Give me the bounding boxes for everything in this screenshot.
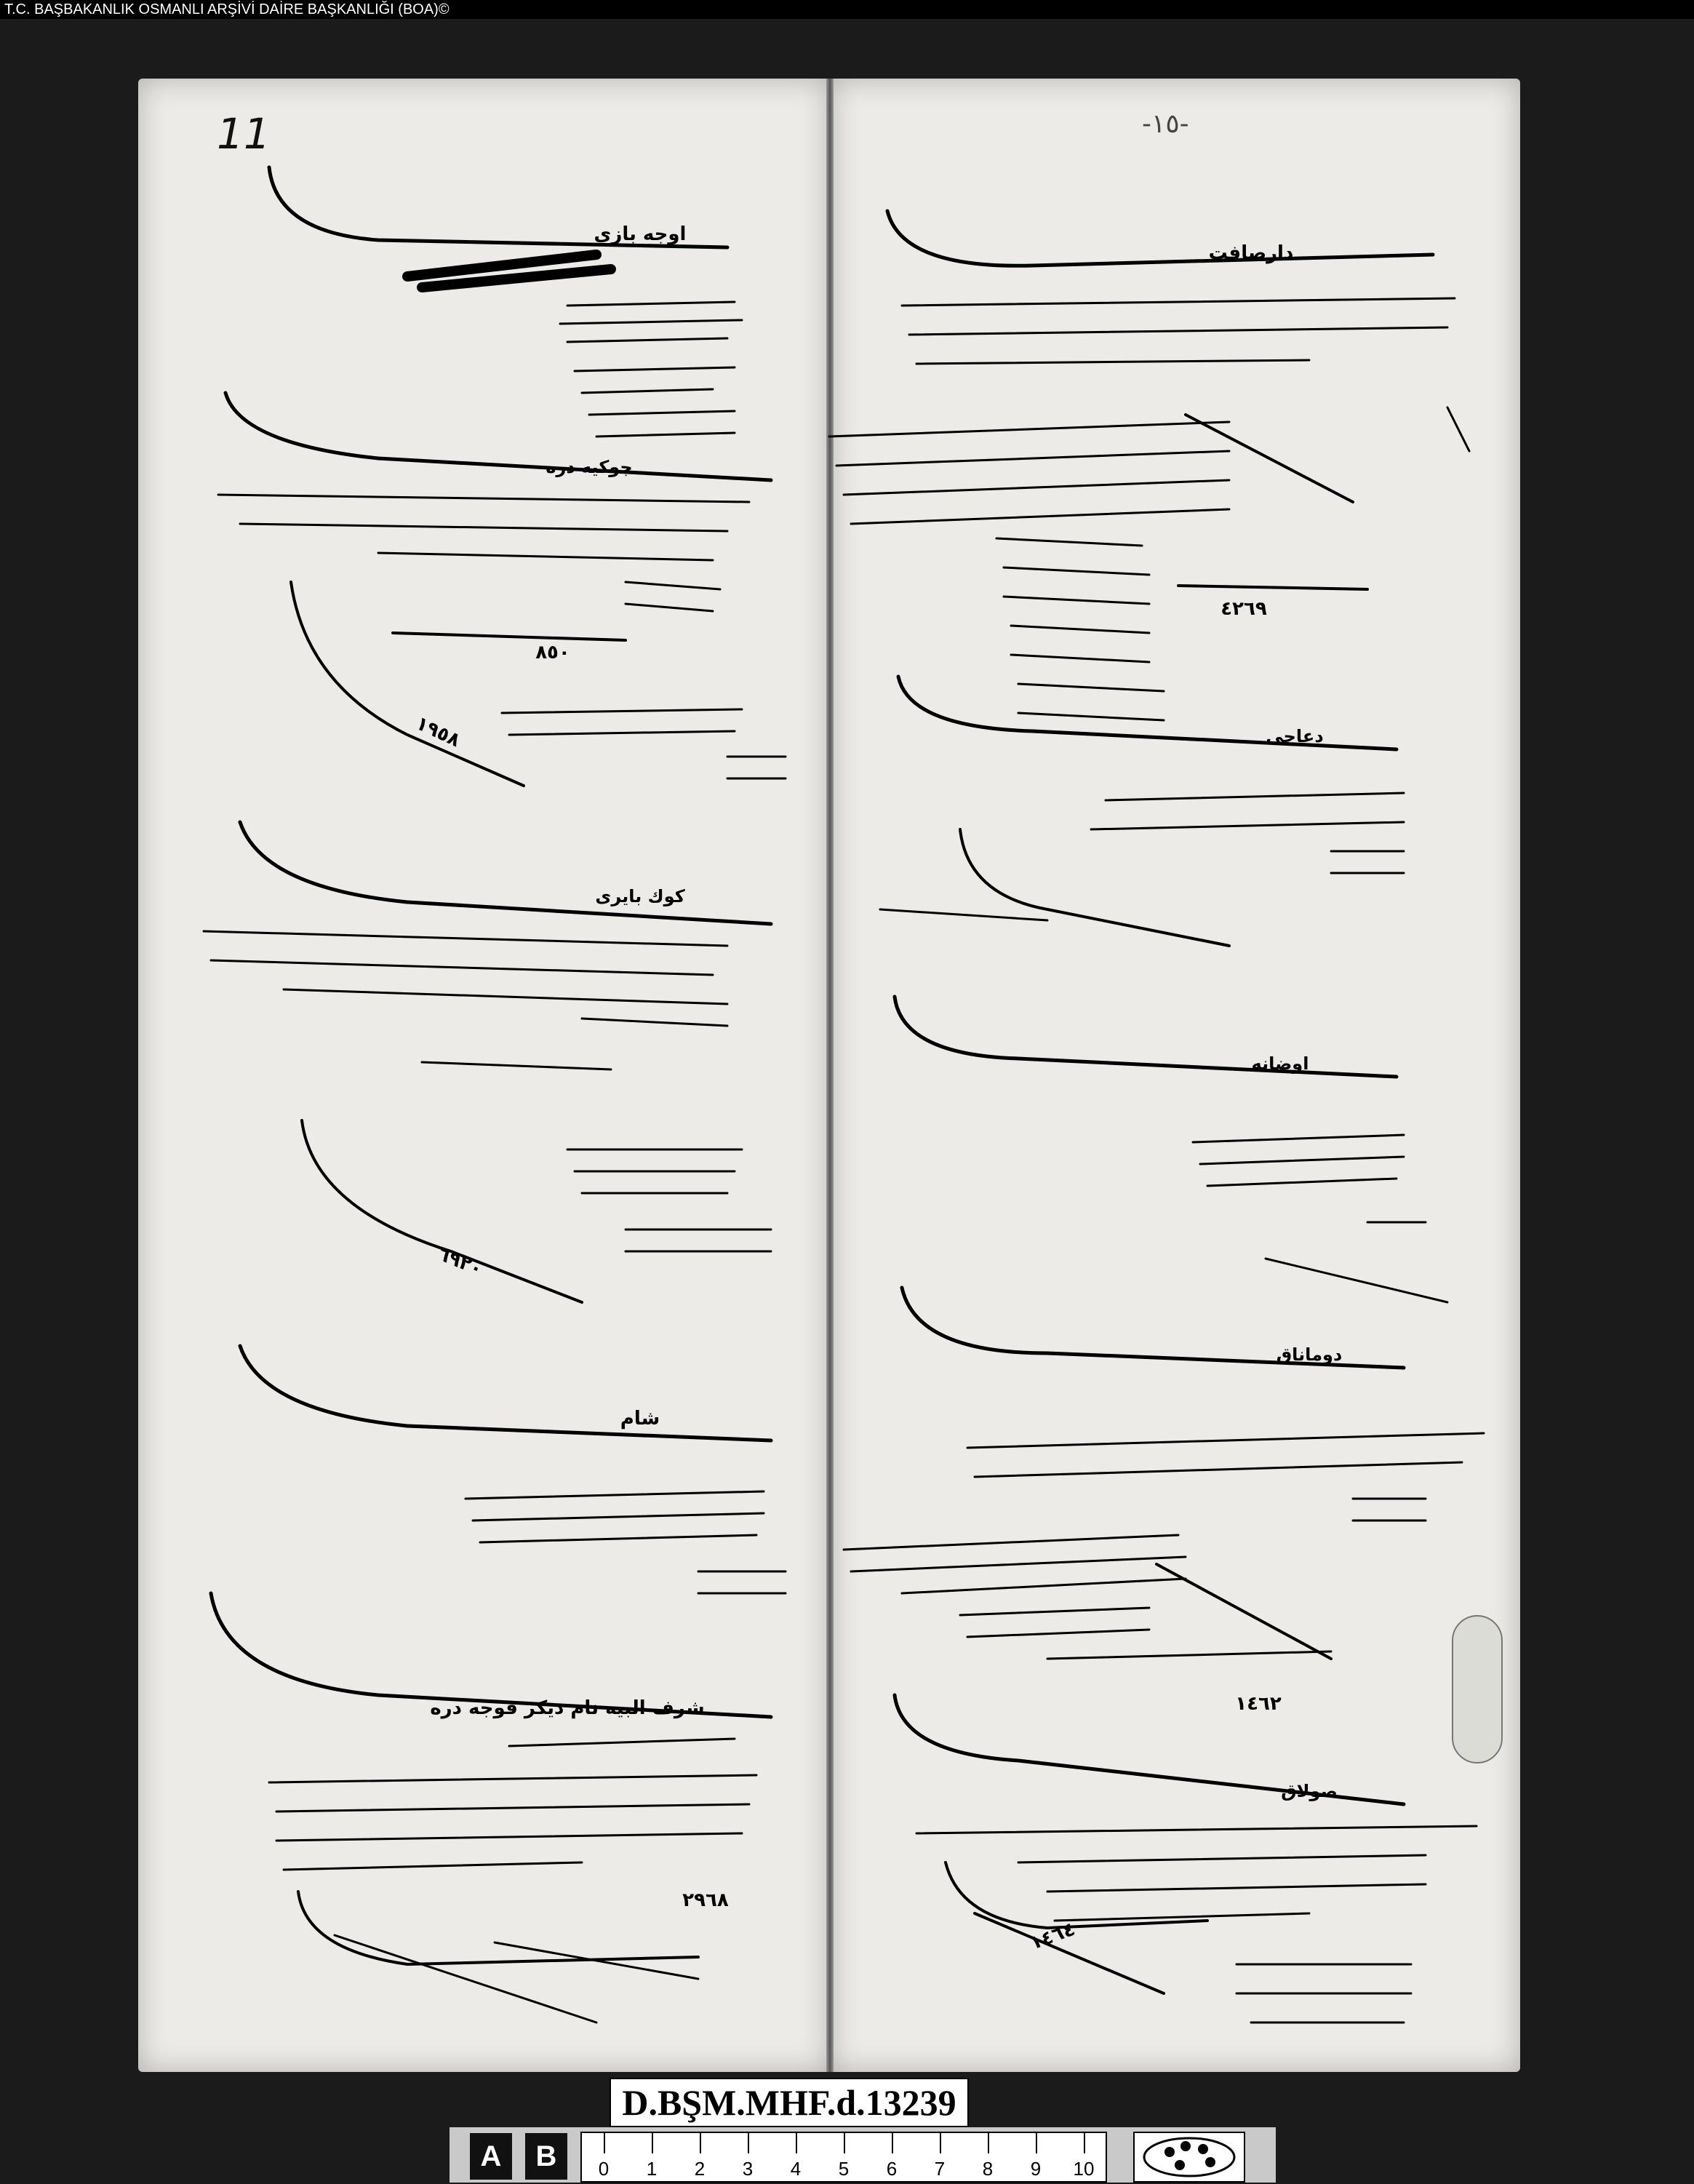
archive-header: T.C. BAŞBAKANLIK OSMANLI ARŞİVİ DAİRE BA…	[0, 0, 1694, 19]
ruler-tick	[796, 2133, 797, 2153]
left-heading-5: شرف البيه نام ديكر قوجه دره	[430, 1697, 704, 1719]
left-heading-3: كوك بايرى	[595, 886, 684, 906]
ruler-tick-label: 8	[982, 2158, 994, 2180]
left-entry-3: ٨٥٠ ١٩٥٨	[289, 581, 787, 787]
right-heading-2: دعاجى	[1266, 726, 1323, 746]
archive-stamp	[1452, 1615, 1503, 1763]
ruler-tick-label: 1	[646, 2158, 658, 2180]
ruler-tick-label: 10	[1073, 2158, 1095, 2180]
left-total-1: ١٩٥٨	[412, 712, 463, 752]
ruler-tick-label: 5	[838, 2158, 850, 2180]
ruler-tick-label: 6	[886, 2158, 898, 2180]
right-heading-3: اوضانه	[1252, 1053, 1309, 1074]
left-entry-2: جوكيه دره	[217, 391, 773, 613]
right-entry-2: دعاجى	[879, 674, 1405, 947]
ruler-tick-label: 2	[694, 2158, 706, 2180]
left-heading-4: شام	[620, 1408, 660, 1430]
ruler-tick	[1084, 2133, 1085, 2153]
right-entry-5: صولاق ١٤٦٢ ١٤٦٤	[892, 1650, 1478, 2024]
right-heading-1: دارصافت	[1209, 242, 1294, 264]
ruler-tick-label: 7	[934, 2158, 946, 2180]
left-heading-2: جوكيه دره	[546, 457, 632, 477]
right-total-2: ١٤٦٢	[1235, 1693, 1282, 1715]
right-total-3: ١٤٦٤	[1027, 1918, 1078, 1955]
right-heading-5: صولاق	[1281, 1781, 1338, 1801]
ruler-tick	[604, 2133, 605, 2153]
ruler-tick	[892, 2133, 893, 2153]
folio-number-left: 11	[217, 109, 271, 159]
right-heading-4: دوماناق	[1277, 1344, 1343, 1365]
document-spread	[138, 79, 1520, 2072]
ruler-tick-label: 0	[598, 2158, 610, 2180]
ruler-tick	[988, 2133, 989, 2153]
left-entry-4: كوك بايرى	[202, 820, 773, 1071]
reference-label: D.BŞM.MHF.d.13239	[610, 2078, 969, 2127]
ruler-tick	[748, 2133, 749, 2153]
scale-card-b: B	[525, 2133, 567, 2180]
ruler-tick-label: 4	[790, 2158, 802, 2180]
ruler-tick	[940, 2133, 941, 2153]
ruler-tick-label: 3	[742, 2158, 754, 2180]
left-total-2: ٨٥٠	[535, 642, 570, 663]
ruler-tick	[700, 2133, 701, 2153]
left-heading-1: اوجه بازى	[594, 223, 687, 245]
right-entry-1: دارصافت ٤٢٦٩	[828, 209, 1471, 722]
left-total-3: ٦٩٢٠	[434, 1243, 485, 1281]
ruler-tick	[652, 2133, 653, 2153]
left-entry-1: اوجه بازى	[267, 165, 743, 438]
right-entry-3: اوضانه	[892, 995, 1449, 1304]
color-palette-icon	[1133, 2132, 1245, 2183]
left-total-4: ٢٩٦٨	[682, 1889, 729, 1911]
right-page	[831, 79, 1520, 2072]
right-entry-4: دوماناق	[842, 1286, 1485, 1660]
left-entry-5: ٦٩٢٠	[300, 1119, 772, 1304]
scale-card-a: A	[470, 2133, 512, 2180]
ruler-tick	[844, 2133, 845, 2153]
page-fold	[826, 79, 834, 2072]
folio-number-right: -١٥-	[1142, 109, 1189, 139]
measurement-ruler: 0 1 2 3 4 5 6 7 8 9 10	[580, 2132, 1107, 2183]
ruler-tick-label: 9	[1030, 2158, 1042, 2180]
color-scale-bar: A B 0 1 2 3 4 5 6 7 8 9 10	[450, 2127, 1276, 2183]
left-entry-7: شرف البيه نام ديكر قوجه دره ٢٩٦٨	[209, 1591, 773, 2024]
right-total-1: ٤٢٦٩	[1220, 598, 1267, 620]
ruler-tick	[1036, 2133, 1037, 2153]
left-entry-6: شام	[238, 1344, 787, 1595]
